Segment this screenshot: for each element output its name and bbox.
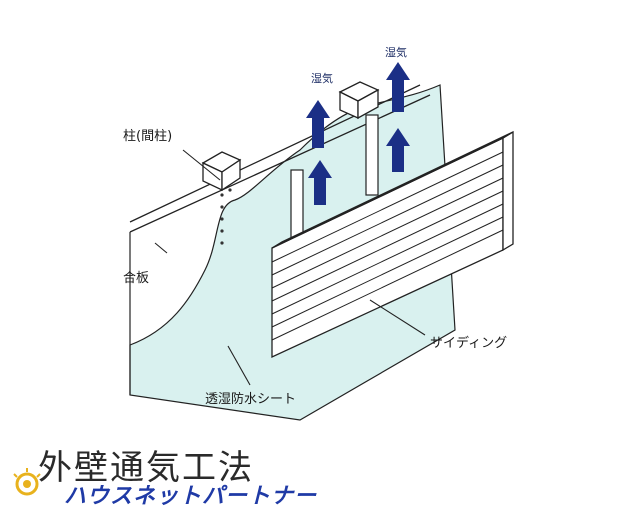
brand-name: ハウスネットパートナー [64, 484, 318, 509]
label-moisture-1: 湿気 [311, 71, 333, 85]
moisture-arrows [306, 62, 410, 205]
label-membrane: 透湿防水シート [205, 391, 296, 407]
leader-lines [154, 149, 426, 386]
label-plywood: 合板 [123, 271, 149, 286]
nail-line [220, 188, 232, 245]
sun-logo-icon [13, 468, 41, 496]
post-right [338, 81, 380, 120]
furring-strips [290, 114, 379, 241]
siding-grooves [271, 151, 504, 341]
diagram-title: 外壁通気工法 [38, 448, 254, 488]
label-siding: サイディング [430, 335, 507, 351]
label-pillar: 柱(間柱) [123, 129, 172, 144]
label-moisture-2: 湿気 [385, 45, 407, 59]
